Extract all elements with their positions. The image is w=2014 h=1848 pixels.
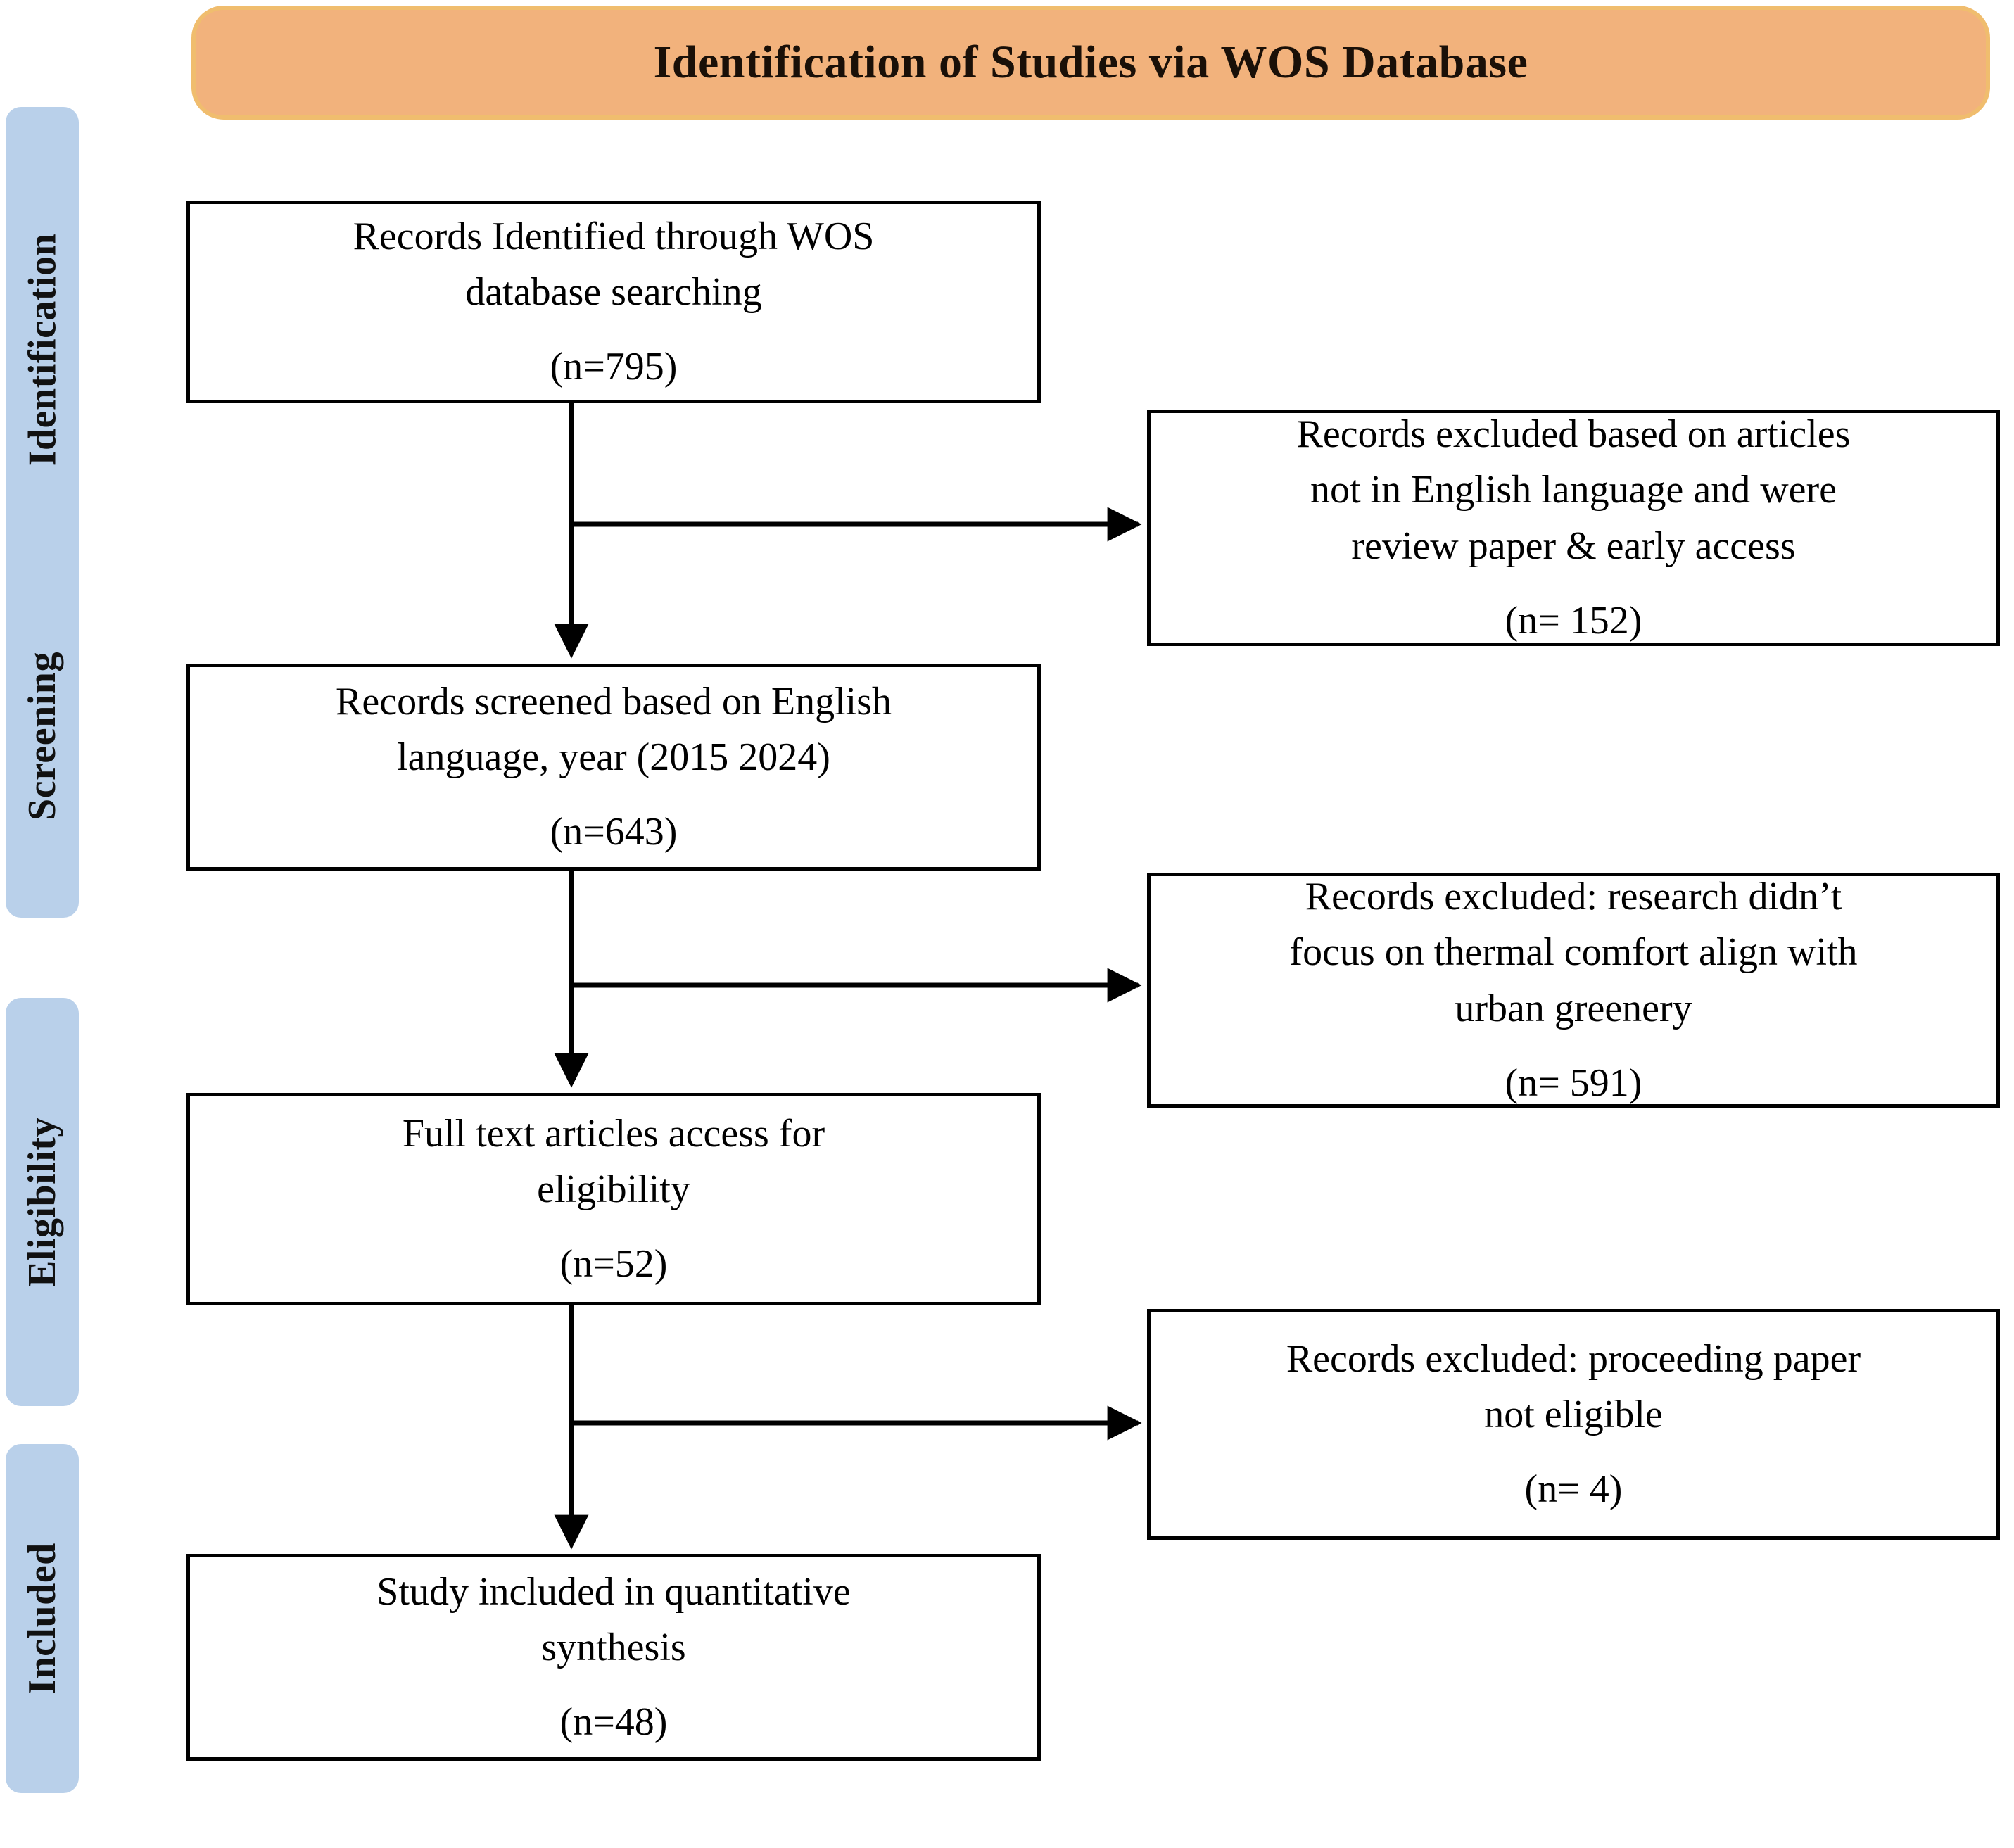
box-study-included-count: (n=48) <box>559 1700 668 1744</box>
box-study-included-line2: synthesis <box>541 1626 686 1670</box>
box-records-screened: Records screened based on English langua… <box>186 664 1041 871</box>
box-records-screened-count: (n=643) <box>550 809 678 854</box>
header-banner: Identification of Studies via WOS Databa… <box>191 6 1990 120</box>
box-records-excluded-proceeding: Records excluded: proceeding paper not e… <box>1147 1309 2000 1540</box>
box-records-excluded-scope-line2: focus on thermal comfort align with <box>1289 930 1858 975</box>
box-records-excluded-scope-count: (n= 591) <box>1505 1061 1642 1105</box>
stage-label-screening-text: Screening <box>20 652 64 821</box>
box-fulltext-eligibility: Full text articles access for eligibilit… <box>186 1093 1041 1305</box>
box-records-excluded-scope-line3: urban greenery <box>1455 987 1692 1030</box>
box-records-excluded-scope: Records excluded: research didn’t focus … <box>1147 873 2000 1108</box>
box-records-excluded-language-line1: Records excluded based on articles <box>1296 412 1851 456</box>
box-records-identified: Records Identified through WOS database … <box>186 201 1041 403</box>
box-study-included-line1: Study included in quantitative <box>376 1569 851 1614</box>
stage-label-identification: Identification <box>6 107 79 593</box>
box-records-identified-line2: database searching <box>465 270 762 315</box>
stage-label-identification-text: Identification <box>20 233 64 467</box>
box-records-excluded-language-line2: not in English language and were <box>1310 468 1837 512</box>
box-records-excluded-language-count: (n= 152) <box>1505 598 1642 643</box>
box-records-excluded-language: Records excluded based on articles not i… <box>1147 410 2000 646</box>
box-fulltext-eligibility-count: (n=52) <box>559 1241 668 1286</box>
box-records-excluded-scope-line1: Records excluded: research didn’t <box>1305 874 1842 918</box>
box-records-excluded-language-line3: review paper & early access <box>1351 524 1796 568</box>
box-records-identified-count: (n=795) <box>550 344 678 388</box>
box-records-screened-line1: Records screened based on English <box>336 679 892 723</box>
box-fulltext-eligibility-line2: eligibility <box>537 1167 690 1212</box>
stage-label-eligibility-text: Eligibility <box>20 1117 64 1287</box>
box-records-excluded-proceeding-count: (n= 4) <box>1524 1467 1623 1511</box>
box-records-identified-line1: Records Identified through WOS <box>353 214 875 258</box>
box-records-screened-line2: language, year (2015 2024) <box>397 735 830 780</box>
box-records-excluded-proceeding-line1: Records excluded: proceeding paper <box>1286 1336 1861 1381</box>
page-title: Identification of Studies via WOS Databa… <box>653 37 1528 88</box>
stage-label-included: Included <box>6 1444 79 1793</box>
stage-label-eligibility: Eligibility <box>6 998 79 1406</box>
stage-label-screening: Screening <box>6 555 79 918</box>
box-study-included: Study included in quantitative synthesis… <box>186 1554 1041 1761</box>
box-fulltext-eligibility-line1: Full text articles access for <box>402 1111 825 1156</box>
box-records-excluded-proceeding-line2: not eligible <box>1484 1393 1663 1437</box>
stage-label-included-text: Included <box>20 1543 65 1695</box>
